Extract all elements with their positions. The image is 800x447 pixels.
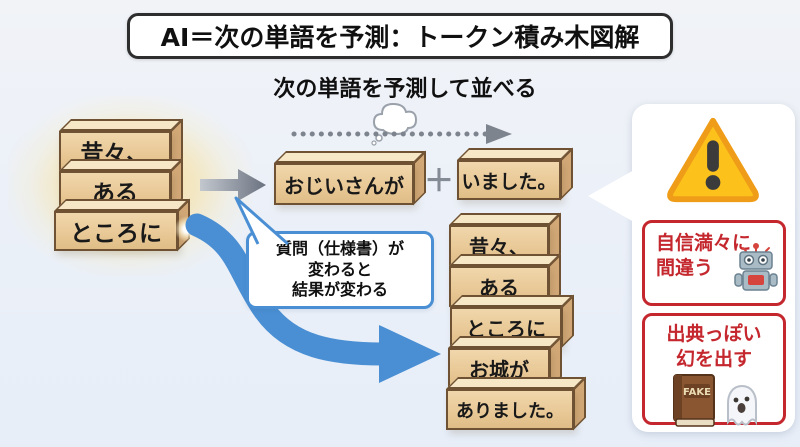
block-top-face xyxy=(274,151,426,163)
plus-sign: ＋ xyxy=(424,164,454,199)
alert-line: 自信満々に xyxy=(656,232,752,254)
alert-line: 出典っぽい xyxy=(666,323,762,345)
title-box: AI＝次の単語を予測：トークン積み木図解 xyxy=(127,13,673,59)
block-top-face xyxy=(457,148,573,160)
block-top-face xyxy=(450,295,574,307)
token-label: いました。 xyxy=(461,170,557,193)
bubble-line: 変わると xyxy=(307,259,372,279)
block-face: ところに xyxy=(54,211,178,251)
fake-book-label: FAKE xyxy=(682,387,710,398)
block-top-face xyxy=(59,159,183,171)
alert-line: 幻を出す xyxy=(675,348,752,371)
speech-bubble-tail xyxy=(234,196,289,246)
blue-curved-arrow-icon xyxy=(185,213,441,383)
bubble-line: 質問（仕様書）が xyxy=(275,239,404,259)
alert-confident-mistake: 自信満々に 間違う xyxy=(642,220,786,306)
block-top-face xyxy=(449,213,561,225)
block-top-face xyxy=(54,199,190,211)
robot-icon-wrap xyxy=(733,242,779,301)
warning-triangle-icon xyxy=(667,117,759,203)
alert-icons-row: FAKE xyxy=(645,373,783,429)
block-top-face xyxy=(448,336,562,348)
block-face: おじいさんが xyxy=(274,163,414,205)
block-top-face xyxy=(449,254,561,266)
dotted-arrow-icon xyxy=(291,124,512,144)
robot-icon xyxy=(734,242,778,291)
page-title: AI＝次の単語を予測：トークン積み木図解 xyxy=(160,23,640,52)
alert-line: 間違う xyxy=(656,257,714,280)
fake-book-icon: FAKE xyxy=(672,374,715,427)
block-top-face xyxy=(446,377,586,389)
token-label: ありました。 xyxy=(456,400,564,422)
token-label: ところに xyxy=(70,221,162,247)
block-face: ありました。 xyxy=(446,389,574,430)
warning-panel-tail xyxy=(588,170,634,222)
token-label: おじいさんが xyxy=(284,173,404,198)
subtitle: 次の単語を予測して並べる xyxy=(273,77,537,102)
bubble-line: 結果が変わる xyxy=(291,280,388,300)
block-top-face xyxy=(59,119,183,131)
ghost-icon xyxy=(726,385,757,426)
gray-arrow-icon xyxy=(200,169,266,201)
alert-fake-sources: 出典っぽい 幻を出す FAKE xyxy=(642,313,786,427)
block-face: いました。 xyxy=(457,160,561,200)
